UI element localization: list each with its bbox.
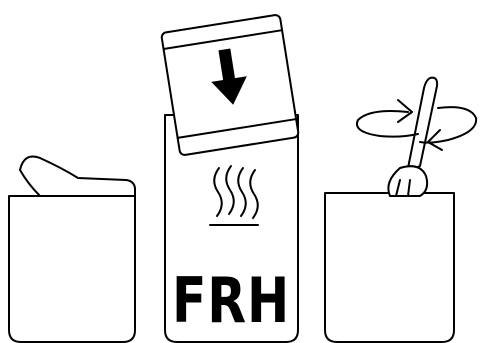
step-2-pour-packet: FRH — [160, 14, 300, 343]
cup-1-body — [8, 195, 136, 343]
peeled-lid-icon — [19, 155, 136, 197]
step-1-open-lid — [8, 155, 136, 343]
down-arrow-icon — [211, 48, 247, 105]
spoon-icon — [387, 76, 439, 197]
steam-icon — [209, 165, 259, 226]
heater-packet-icon — [160, 14, 300, 156]
container-label: FRH — [172, 264, 290, 337]
rotate-arrows-icon — [356, 99, 478, 151]
cup-3-body — [324, 192, 455, 343]
cup-2-body — [164, 114, 299, 343]
step-3-stir — [324, 76, 478, 343]
